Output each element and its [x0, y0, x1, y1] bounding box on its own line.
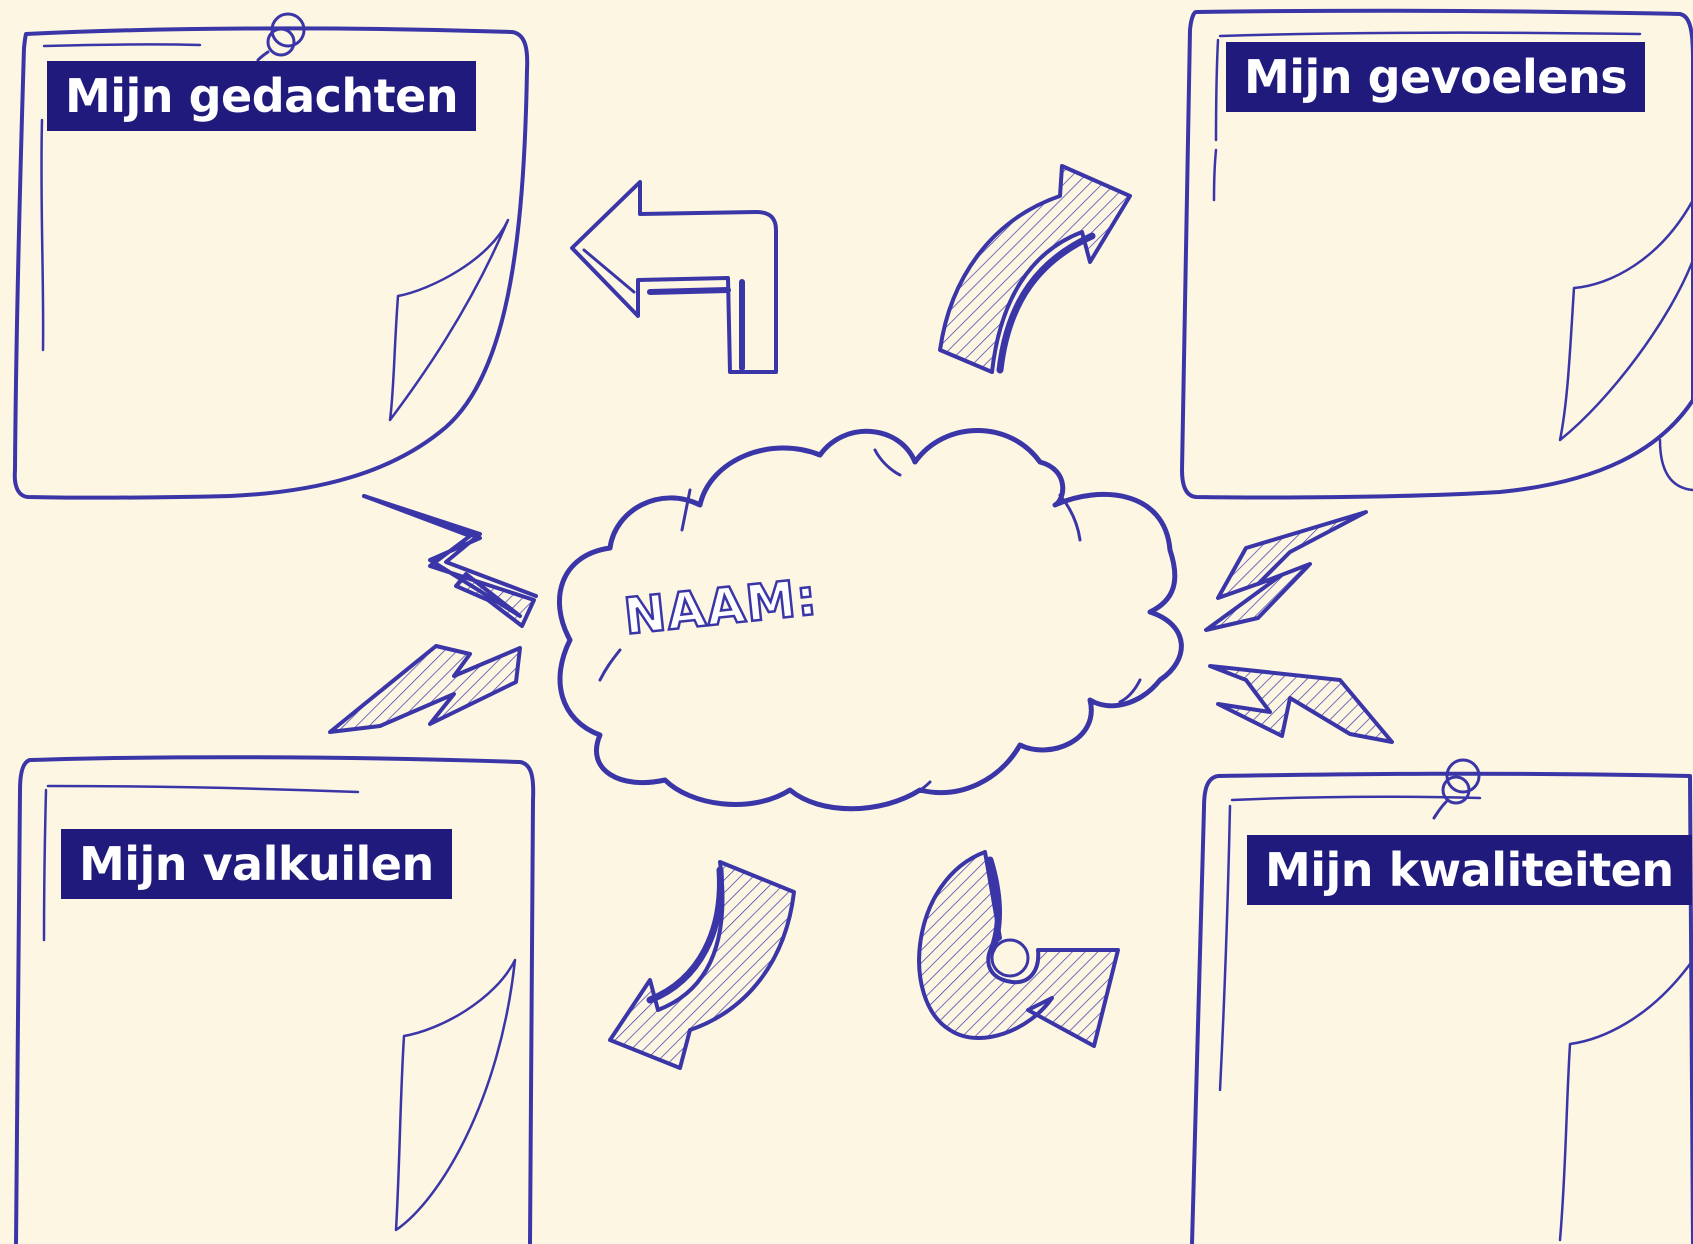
lightning-bolt-icon [1210, 666, 1392, 742]
push-pin-icon [1434, 760, 1479, 818]
lightning-bolt-icon [364, 496, 536, 626]
curved-arrow-up-right-icon [940, 166, 1130, 372]
u-turn-arrow-icon [919, 852, 1118, 1046]
curved-arrow-down-left-icon [610, 862, 794, 1068]
lightning-bolt-icon [1206, 512, 1366, 630]
label-mijn-valkuilen: Mijn valkuilen [61, 829, 452, 899]
naam-label: NAAM: [621, 568, 820, 646]
label-mijn-kwaliteiten: Mijn kwaliteiten [1247, 835, 1692, 905]
label-mijn-gevoelens: Mijn gevoelens [1226, 42, 1645, 112]
label-mijn-gedachten: Mijn gedachten [47, 61, 476, 131]
turn-left-arrow-icon [572, 182, 776, 372]
lightning-bolt-icon [330, 646, 520, 732]
push-pin-icon [258, 14, 304, 60]
